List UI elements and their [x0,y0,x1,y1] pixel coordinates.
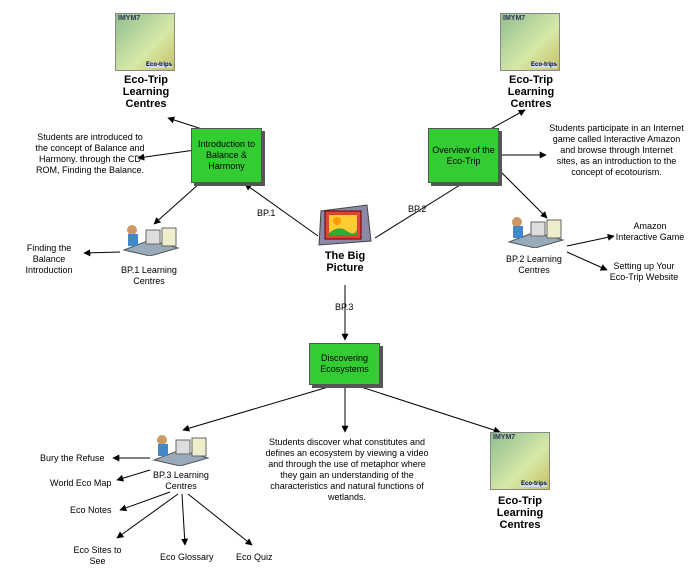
bp1-description: Students are introduced to the concept o… [35,132,145,175]
learning-centre-icon[interactable] [150,432,210,467]
bp3-description: Students discover what constitutes and d… [265,437,429,502]
bp3-item-link[interactable]: Bury the Refuse [40,453,105,463]
eco-trip-centres-label: Eco-Trip Learning Centres [122,74,170,110]
bp2-item-link[interactable]: Setting up Your Eco-Trip Website [609,261,679,282]
eco-trip-centres-label: Eco-Trip Learning Centres [507,74,555,110]
bp2-description: Students participate in an Internet game… [549,123,684,177]
bp2-item-link[interactable]: Amazon Interactive Game [615,221,685,242]
connector-label-bp2: BP.2 [408,204,427,214]
connector-label-bp1: BP.1 [257,208,276,218]
connector-label-bp3: BP.3 [335,302,354,312]
overview-eco-trip-node[interactable]: Overview of the Eco-Trip [428,128,499,183]
discovering-ecosystems-node[interactable]: Discovering Ecosystems [309,343,380,385]
eco-trip-thumbnail-icon[interactable]: IMYM7 Eco-trips [500,13,560,71]
bp1-learning-centres-label: BP.1 Learning Centres [121,265,177,286]
intro-balance-harmony-node[interactable]: Introduction to Balance & Harmony [191,128,262,183]
bp3-item-link[interactable]: Eco Quiz [236,552,273,562]
eco-trip-thumbnail-icon[interactable]: IMYM7 Eco-trips [490,432,550,490]
big-picture-icon [315,203,373,247]
big-picture-label: The Big Picture [324,250,366,274]
learning-centre-icon[interactable] [120,222,180,257]
bp3-item-link[interactable]: Eco Glossary [160,552,214,562]
eco-trip-thumbnail-icon[interactable]: IMYM7 Eco-trips [115,13,175,71]
bp1-item-link[interactable]: Finding the Balance Introduction [25,243,73,275]
bp3-item-link[interactable]: Eco Sites to See [73,545,122,566]
bp3-item-link[interactable]: Eco Notes [70,505,112,515]
eco-trip-centres-label: Eco-Trip Learning Centres [496,495,544,531]
learning-centre-icon[interactable] [505,214,565,249]
bp2-learning-centres-label: BP.2 Learning Centres [506,254,562,275]
bp3-learning-centres-label: BP.3 Learning Centres [153,470,209,491]
bp3-item-link[interactable]: World Eco Map [50,478,112,488]
